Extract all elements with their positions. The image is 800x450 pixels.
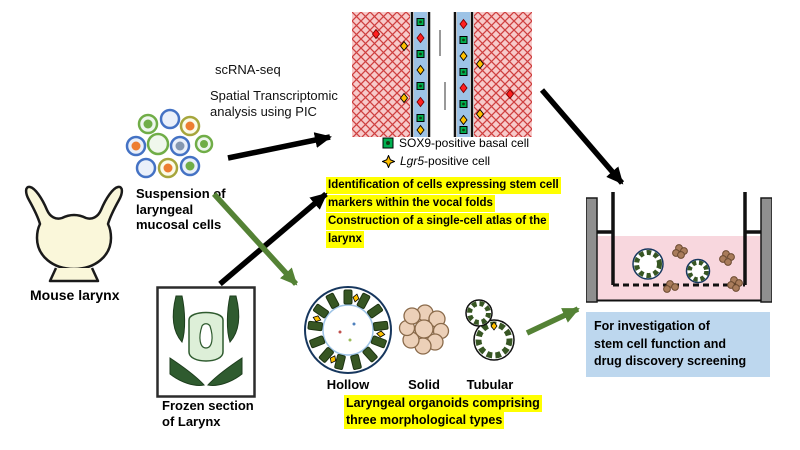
suspension-label: Suspension of laryngeal mucosal cells: [136, 186, 226, 232]
scrna-seq-label: scRNA-seq: [215, 62, 281, 77]
mouse-larynx-illustration: [24, 185, 124, 283]
spatial-transcriptomics-label: Spatial Transcriptomic analysis using PI…: [210, 88, 338, 119]
legend-lgr5-label: Lgr5-positive cell: [400, 154, 491, 168]
application-text-box: For investigation of stem cell function …: [586, 312, 770, 377]
mouse-larynx-label: Mouse larynx: [30, 287, 120, 303]
frozen-section-illustration: [156, 286, 256, 398]
application-line-3: drug discovery screening: [594, 354, 747, 368]
cell-suspension-illustration: [125, 108, 214, 179]
findings-line-3: Construction of a single-cell atlas of t…: [326, 213, 549, 230]
findings-line-4: larynx: [326, 231, 364, 248]
legend-sox9-label: SOX9-positive basal cell: [399, 136, 530, 150]
vocal-fold-histology-image: [352, 12, 532, 137]
lgr5-gene-name: Lgr5: [400, 154, 425, 168]
legend-lgr5: Lgr5-positive cell: [382, 154, 490, 168]
right-wall: [760, 197, 772, 303]
organoids-illustration: [304, 286, 515, 374]
organoid-caption-line-2: three morphological types: [344, 412, 505, 429]
legend-sox9: SOX9-positive basal cell: [382, 136, 529, 150]
left-wall: [586, 197, 598, 303]
frozen-section-label: Frozen section of Larynx: [162, 398, 254, 429]
solid-label: Solid: [408, 377, 440, 392]
cultured-solid-organoids: [663, 244, 743, 293]
findings-line-1: Identification of cells expressing stem …: [326, 177, 561, 194]
hollow-label: Hollow: [326, 377, 370, 392]
arrow-organoids-to-transwell: [525, 306, 580, 336]
organoid-caption-line-1: Laryngeal organoids comprising: [344, 395, 542, 412]
findings-line-2: markers within the vocal folds: [326, 195, 495, 212]
application-line-1: For investigation of: [594, 319, 710, 333]
arrow-suspension-to-histology: [227, 132, 332, 161]
transwell-culture-illustration: [586, 192, 772, 303]
organoid-caption-highlight: Laryngeal organoids comprising three mor…: [344, 395, 542, 429]
hollow-organoid: [304, 286, 392, 374]
sox9-cell-icon: [382, 137, 394, 149]
tubular-label: Tubular: [466, 377, 514, 392]
findings-highlight: Identification of cells expressing stem …: [326, 176, 561, 248]
application-line-2: stem cell function and: [594, 336, 726, 351]
cultured-hollow-organoids: [632, 248, 711, 284]
solid-organoid: [398, 304, 450, 355]
arrow-histology-to-transwell: [539, 88, 625, 185]
tubular-organoid: [465, 299, 515, 361]
lgr5-cell-icon: [382, 154, 395, 168]
